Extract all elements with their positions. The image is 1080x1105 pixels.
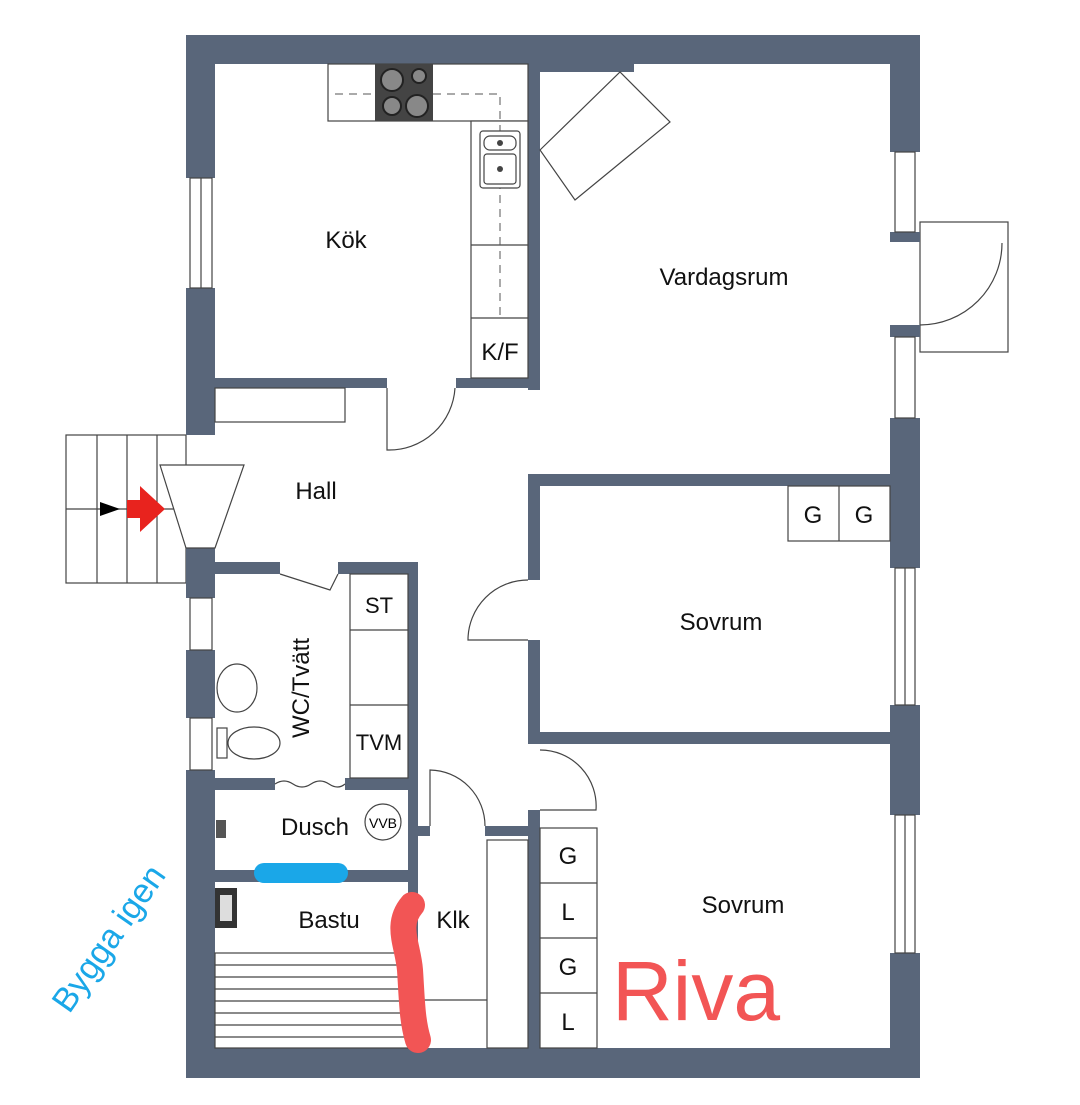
room-label-closet: Klk (436, 907, 470, 934)
walls (186, 35, 920, 1078)
room-label-living: Vardagsrum (660, 264, 789, 291)
rebuild-annotation: Bygga igen (45, 858, 174, 1019)
room-label-bedroom2: Sovrum (702, 892, 785, 919)
st-label: ST (365, 593, 393, 618)
entry-steps (65, 434, 187, 584)
stove-icon (375, 64, 433, 121)
wc-door[interactable] (279, 573, 339, 591)
demolish-annotation: Riva (612, 944, 780, 1038)
shower-curtain (274, 780, 346, 788)
balcony (919, 221, 1009, 353)
tvm-label: TVM (356, 730, 402, 755)
wardrobe-label: G (559, 843, 578, 870)
washbasin-icon (216, 663, 258, 713)
bedroom1-door[interactable] (467, 579, 529, 641)
room-label-shower: Dusch (281, 814, 349, 841)
entry-arrow-icon (100, 502, 120, 516)
balcony-door-swing (919, 242, 1003, 326)
wardrobe-label: L (561, 899, 574, 926)
sink-icon (479, 130, 521, 189)
shower-fixture-icon (216, 820, 226, 838)
vvb-tank (364, 803, 402, 841)
bedroom2-door[interactable] (539, 749, 597, 811)
closet-door[interactable] (429, 769, 486, 827)
wc-label: WC/Tvätt (288, 638, 315, 738)
sauna-benches (214, 952, 409, 1049)
fridge-label: K/F (481, 339, 518, 366)
wardrobe-label: L (561, 1009, 574, 1036)
wardrobe-label: G (855, 502, 874, 529)
entry-door[interactable] (159, 464, 245, 549)
room-label-kitchen: Kök (325, 227, 367, 254)
kitchen-door[interactable] (386, 387, 456, 451)
wc-cabinets (349, 573, 409, 779)
room-label-sauna: Bastu (298, 907, 359, 934)
wardrobe-label: G (804, 502, 823, 529)
demolish-mark (390, 892, 431, 1053)
room-label-hall: Hall (295, 478, 336, 505)
entry-arrow-red-icon (127, 486, 165, 532)
wardrobe-label: G (559, 954, 578, 981)
fireplace (539, 71, 671, 201)
toilet-icon (216, 726, 281, 760)
hall-shelf (214, 387, 346, 423)
vvb-label: VVB (369, 815, 397, 831)
windows (189, 151, 916, 954)
wardrobe-bedroom1 (787, 485, 891, 542)
room-label-bedroom1: Sovrum (680, 609, 763, 636)
sauna-heater-icon (215, 888, 237, 928)
wardrobe-bedroom2 (539, 827, 598, 1049)
closet-shelf (486, 839, 529, 1049)
